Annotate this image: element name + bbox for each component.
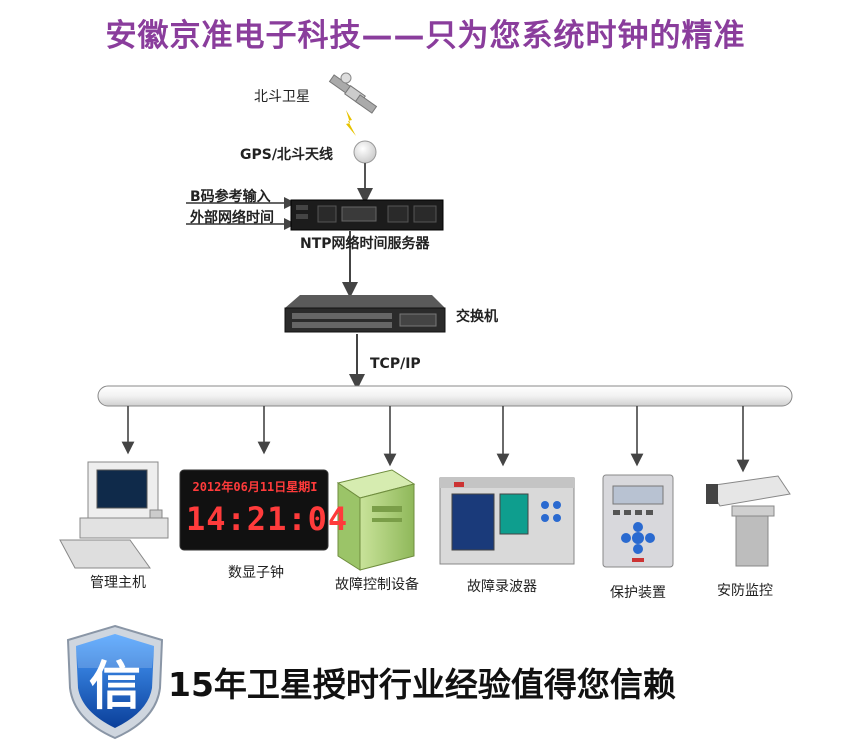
protocol-label: TCP/IP bbox=[370, 356, 421, 372]
b-code-input-label: B码参考输入 bbox=[190, 186, 271, 206]
security-camera-icon bbox=[706, 476, 790, 566]
badge-character: 信 bbox=[70, 644, 160, 719]
footer-slogan: 15年卫星授时行业经验值得您信赖 bbox=[168, 658, 676, 706]
antenna-icon bbox=[354, 141, 376, 196]
device-label-fault-recorder: 故障录波器 bbox=[447, 576, 557, 596]
fault-control-icon bbox=[338, 470, 414, 570]
device-label-host: 管理主机 bbox=[68, 572, 168, 592]
ntp-server-icon bbox=[291, 200, 443, 230]
device-label-clock: 数显子钟 bbox=[206, 562, 306, 582]
antenna-label: GPS/北斗天线 bbox=[240, 144, 333, 164]
clock-time: 14:21:04 bbox=[186, 500, 324, 538]
fault-recorder-icon bbox=[440, 478, 574, 564]
switch-label: 交换机 bbox=[456, 306, 498, 326]
device-label-protection: 保护装置 bbox=[593, 582, 683, 602]
clock-date: 2012年06月11日星期I bbox=[186, 478, 324, 495]
signal-icon bbox=[346, 110, 356, 136]
device-label-fault-control: 故障控制设备 bbox=[322, 574, 432, 594]
switch-icon bbox=[285, 295, 445, 332]
network-bus bbox=[98, 386, 792, 406]
external-time-label: 外部网络时间 bbox=[190, 207, 274, 227]
ntp-server-label: NTP网络时间服务器 bbox=[300, 233, 430, 253]
satellite-label: 北斗卫星 bbox=[254, 86, 310, 106]
protection-device-icon bbox=[603, 475, 673, 567]
satellite-icon bbox=[330, 73, 377, 113]
computer-icon bbox=[60, 462, 168, 568]
device-label-security: 安防监控 bbox=[700, 580, 790, 600]
